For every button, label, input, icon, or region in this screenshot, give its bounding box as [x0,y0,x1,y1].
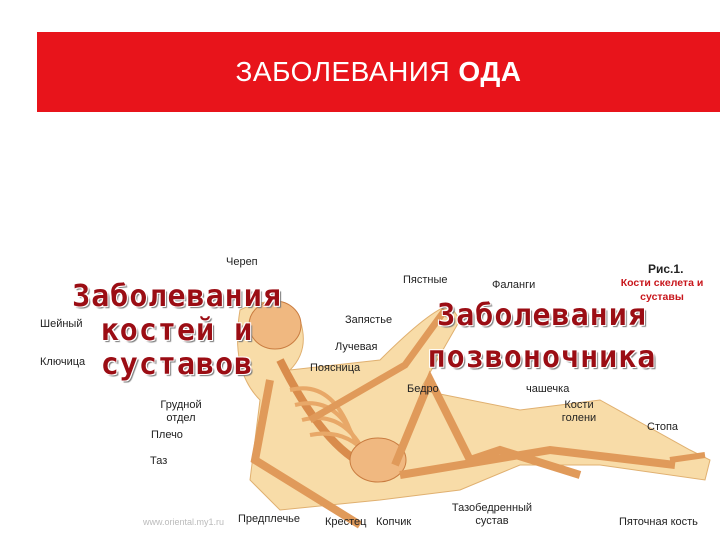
watermark: www.oriental.my1.ru [143,517,225,527]
label-clavicle: Ключица [40,356,86,368]
label-coccyx: Копчик [376,516,412,528]
label-lumbar: Поясница [310,362,361,374]
label-radius: Лучевая [335,341,378,353]
label-wrist: Запястье [345,314,393,326]
slide-title: ЗАБОЛЕВАНИЯ ОДА [235,56,522,87]
title-banner: ЗАБОЛЕВАНИЯ ОДА [37,32,720,112]
label-pelvis: Таз [150,455,168,467]
skeleton-illustration [237,300,711,529]
label-phalanges: Фаланги [492,279,536,291]
label-heel: Пяточная кость [619,516,698,528]
label-sacrum: Крестец [325,516,367,528]
label-thoracic: Грудной отдел [160,399,202,424]
label-patella: чашечка [526,383,570,395]
label-cervical: Шейный [40,318,83,330]
overlay-spine: Заболевания позвоночника [427,298,657,375]
label-femur: Бедро [407,383,439,395]
overlay-bones-joints: Заболевания костей и суставов [72,279,282,382]
label-foot: Стопа [647,421,679,433]
label-humerus: Плечо [151,429,183,441]
label-shin: Кости голени [561,399,597,424]
label-skull: Череп [226,256,258,268]
label-hip-joint: Тазобедренный сустав [451,502,533,527]
figure-number: Рис.1. [648,262,684,276]
figure-caption: Кости скелета и суставы [620,277,704,303]
label-forearm: Предплечье [238,513,301,525]
label-metacarpal: Пястные [403,274,448,286]
